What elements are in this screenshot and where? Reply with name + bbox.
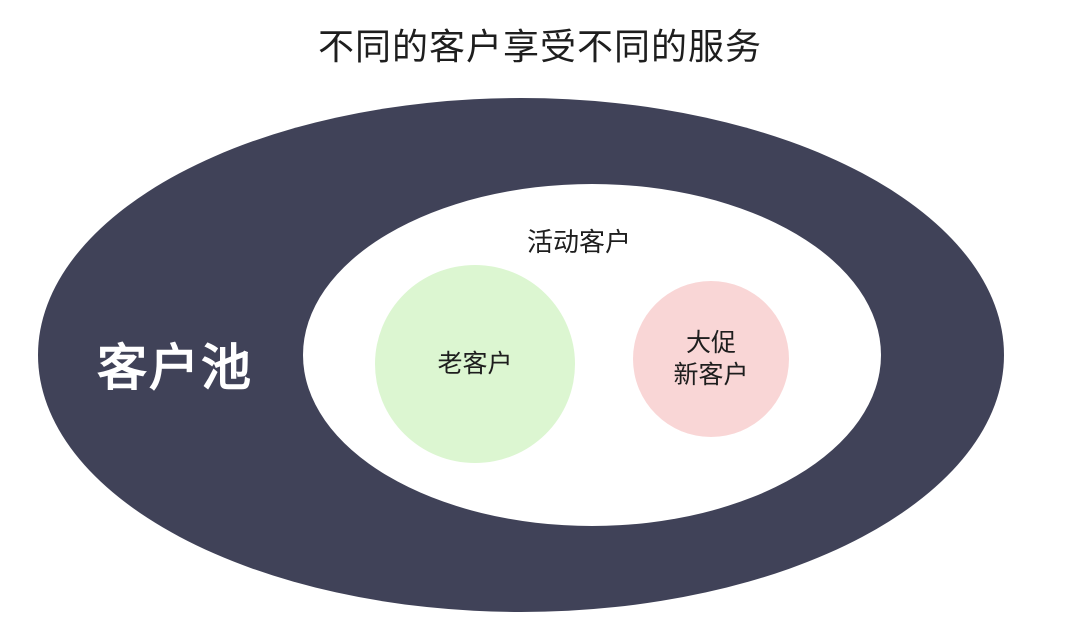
new-customers-label-line1: 大促 [685,328,736,357]
new-customers-label-line2: 新客户 [673,360,749,389]
old-customers-label: 老客户 [437,349,513,378]
diagram-title: 不同的客户享受不同的服务 [317,27,762,68]
active-customers-label: 活动客户 [527,228,632,258]
old-customers-circle: 老客户 [375,265,575,463]
new-customers-circle: 大促 新客户 [633,281,789,437]
customer-pool-label: 客户池 [97,339,253,397]
